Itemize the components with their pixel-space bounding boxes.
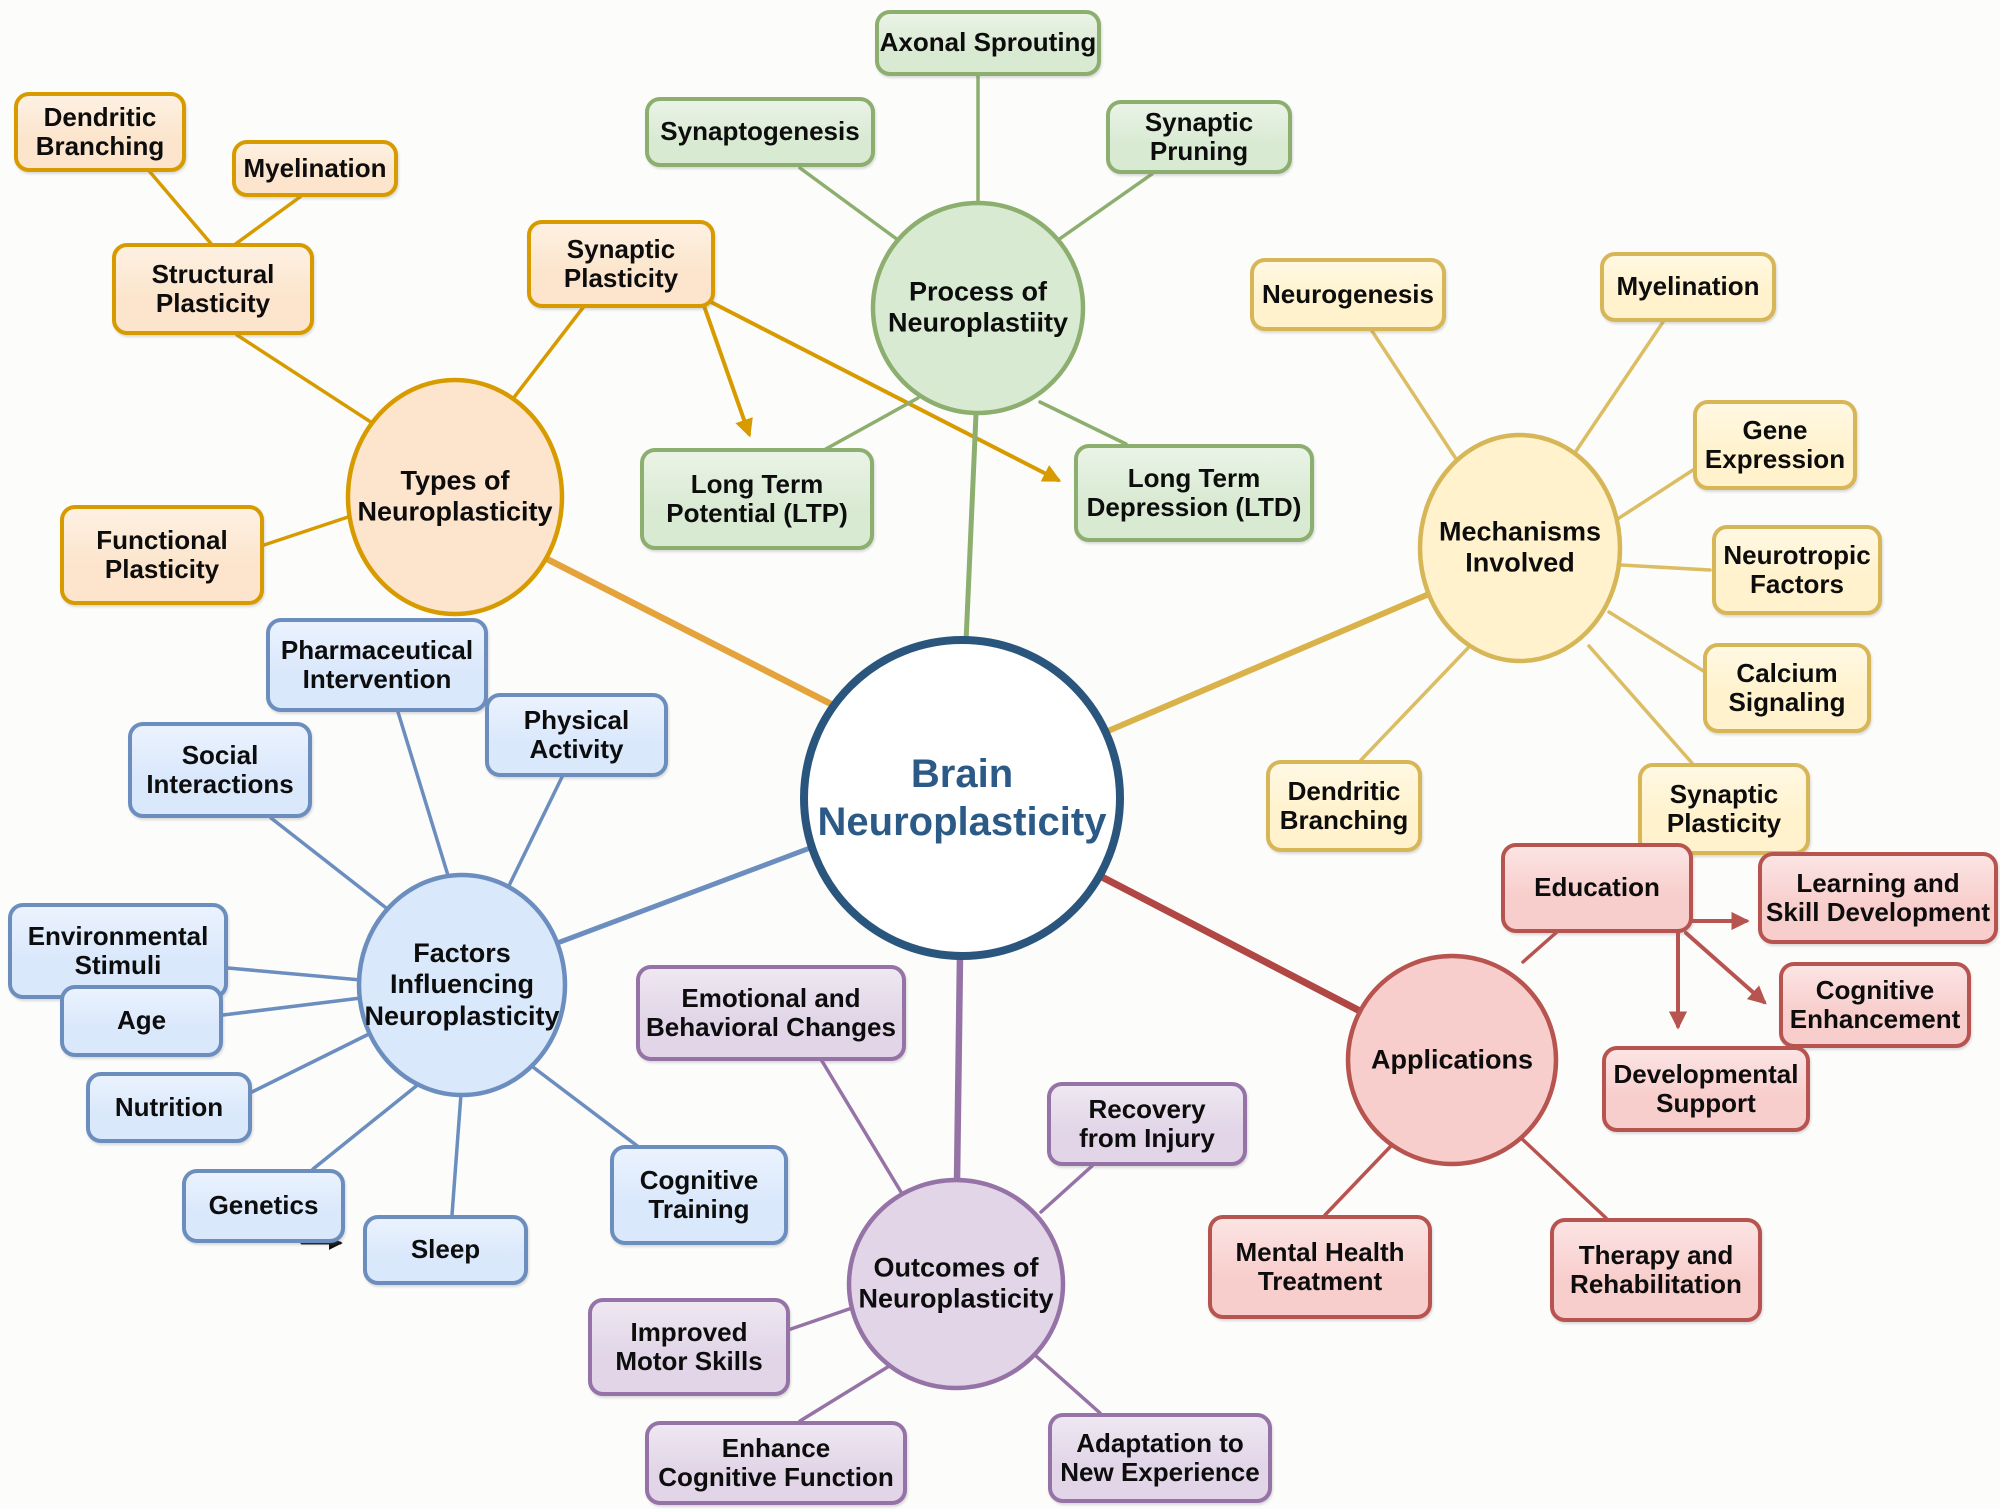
node-neurotropic-factors: Neurotropic Factors [1712, 525, 1882, 615]
node-dendritic-branching-2: Dendritic Branching [1266, 760, 1422, 852]
node-environmental-stimuli: Environmental Stimuli [8, 903, 228, 999]
edge-central-to-applications [1096, 872, 1362, 1014]
node-adaptation-to-new-experience: Adaptation to New Experience [1048, 1413, 1272, 1503]
central-node-circle [800, 636, 1124, 960]
node-education: Education [1501, 843, 1693, 933]
node-cognitive-training: Cognitive Training [610, 1145, 788, 1245]
edge-types-to-central [541, 554, 837, 709]
hub-circle-process-of-neuroplasticity [870, 200, 1086, 416]
node-therapy-and-rehabilitation: Therapy and Rehabilitation [1550, 1218, 1762, 1322]
edge-education-to-applications [1521, 929, 1560, 964]
node-physical-activity: Physical Activity [485, 693, 668, 777]
node-long-term-potential: Long Term Potential (LTP) [640, 448, 874, 550]
edge-synaptic-to-ltd-arrow [705, 298, 1062, 482]
edge-process-to-central [963, 411, 979, 645]
node-long-term-depression: Long Term Depression (LTD) [1074, 444, 1314, 542]
edge-process-to-ltd [1038, 400, 1128, 446]
edge-dendritic2-to-mechanisms [1359, 646, 1470, 762]
edge-environmental-to-factors [226, 966, 363, 982]
edge-cognitive-training-to-factors [519, 1056, 642, 1150]
edge-calcium-to-mechanisms [1607, 610, 1707, 674]
edges-group [148, 74, 1767, 1423]
central-node-label: Brain Neuroplasticity [817, 752, 1107, 844]
node-emotional-behavioral-changes: Emotional and Behavioral Changes [636, 965, 906, 1061]
edge-neurotropic-to-mechanisms [1619, 563, 1712, 572]
edge-pruning-to-process [1056, 172, 1154, 242]
edge-functional-to-types [262, 514, 353, 547]
edge-social-to-factors [269, 816, 401, 920]
node-age: Age [60, 985, 223, 1057]
edge-physical-to-factors [501, 775, 564, 900]
edge-adaptation-to-outcomes [1034, 1354, 1102, 1415]
edge-synaptogenesis-to-process [798, 166, 900, 242]
hub-label-mechanisms-involved: Mechanisms Involved [1438, 516, 1602, 578]
node-developmental-support: Developmental Support [1602, 1046, 1810, 1132]
node-myelination-2: Myelination [1600, 252, 1776, 322]
edge-structural-to-types [235, 333, 385, 432]
edge-myelination-to-structural [228, 195, 302, 250]
edge-applications-to-mental-health [1323, 1145, 1392, 1217]
hub-label-outcomes-of-neuroplasticity: Outcomes of Neuroplasticity [858, 1252, 1054, 1314]
hub-circle-factors-influencing-neuroplasticity [356, 872, 568, 1098]
edge-process-to-ltp [822, 396, 920, 452]
hub-circle-applications [1345, 953, 1559, 1167]
edge-nutrition-to-factors [250, 1030, 375, 1094]
edge-pharmaceutical-to-factors [396, 710, 452, 884]
edge-gene-to-mechanisms [1611, 468, 1695, 524]
hub-circle-outcomes-of-neuroplasticity [846, 1177, 1066, 1391]
hub-circle-types-of-neuroplasticity [345, 377, 565, 617]
node-dendritic-branching: Dendritic Branching [14, 92, 186, 172]
node-axonal-sprouting: Axonal Sprouting [875, 10, 1101, 76]
edge-applications-to-therapy [1518, 1135, 1608, 1220]
hub-circle-mechanisms-involved [1417, 432, 1623, 664]
edge-improved-to-outcomes [786, 1306, 854, 1332]
edge-emotional-to-outcomes [820, 1059, 903, 1194]
node-cognitive-enhancement: Cognitive Enhancement [1779, 962, 1971, 1048]
node-structural-plasticity: Structural Plasticity [112, 243, 314, 335]
node-myelination: Myelination [232, 140, 398, 197]
node-enhance-cognitive-function: Enhance Cognitive Function [645, 1421, 907, 1505]
hub-label-applications: Applications [1370, 1044, 1533, 1075]
edge-synaptic2-to-mechanisms [1587, 644, 1694, 765]
node-functional-plasticity: Functional Plasticity [60, 505, 264, 605]
hub-label-process-of-neuroplasticity: Process of Neuroplastiity [887, 276, 1069, 338]
edge-mechanisms-to-central [1105, 591, 1432, 734]
node-nutrition: Nutrition [86, 1072, 252, 1143]
node-sleep: Sleep [363, 1215, 528, 1285]
edge-factors-to-central [557, 845, 813, 945]
node-social-interactions: Social Interactions [128, 722, 312, 818]
node-pharmaceutical-intervention: Pharmaceutical Intervention [266, 618, 488, 712]
node-genetics: Genetics [182, 1169, 345, 1243]
node-synaptic-plasticity-2: Synaptic Plasticity [1638, 763, 1810, 855]
node-improved-motor-skills: Improved Motor Skills [588, 1298, 790, 1396]
edge-genetics-to-factors [311, 1081, 422, 1171]
edge-age-to-factors [221, 996, 363, 1017]
edge-neurogenesis-to-mechanisms [1370, 329, 1464, 470]
edge-myelination2-to-mechanisms [1568, 320, 1665, 462]
node-synaptic-pruning: Synaptic Pruning [1106, 100, 1292, 174]
edge-dendritic-to-structural [148, 170, 215, 248]
hub-label-types-of-neuroplasticity: Types of Neuroplasticity [357, 465, 553, 527]
edge-synaptic-to-ltp-arrow [701, 301, 753, 438]
edge-synaptic-to-types [510, 303, 587, 402]
node-learning-and-skill-development: Learning and Skill Development [1758, 852, 1998, 944]
hub-label-factors-influencing-neuroplasticity: Factors Influencing Neuroplasticity [364, 938, 560, 1031]
node-synaptic-plasticity: Synaptic Plasticity [527, 220, 715, 308]
edge-sleep-to-factors [450, 1092, 463, 1217]
node-neurogenesis: Neurogenesis [1250, 258, 1446, 331]
edge-enhance-to-outcomes [798, 1358, 901, 1423]
edge-recovery-to-outcomes [1039, 1164, 1094, 1214]
edge-central-to-outcomes [953, 952, 964, 1185]
node-gene-expression: Gene Expression [1693, 400, 1857, 490]
node-recovery-from-injury: Recovery from Injury [1047, 1082, 1247, 1166]
hubs-group [345, 200, 1623, 1391]
node-mental-health-treatment: Mental Health Treatment [1208, 1215, 1432, 1319]
node-synaptogenesis: Synaptogenesis [645, 97, 875, 167]
node-calcium-signaling: Calcium Signaling [1703, 643, 1871, 733]
edge-education-to-cognitive-arrow [1684, 931, 1767, 1005]
